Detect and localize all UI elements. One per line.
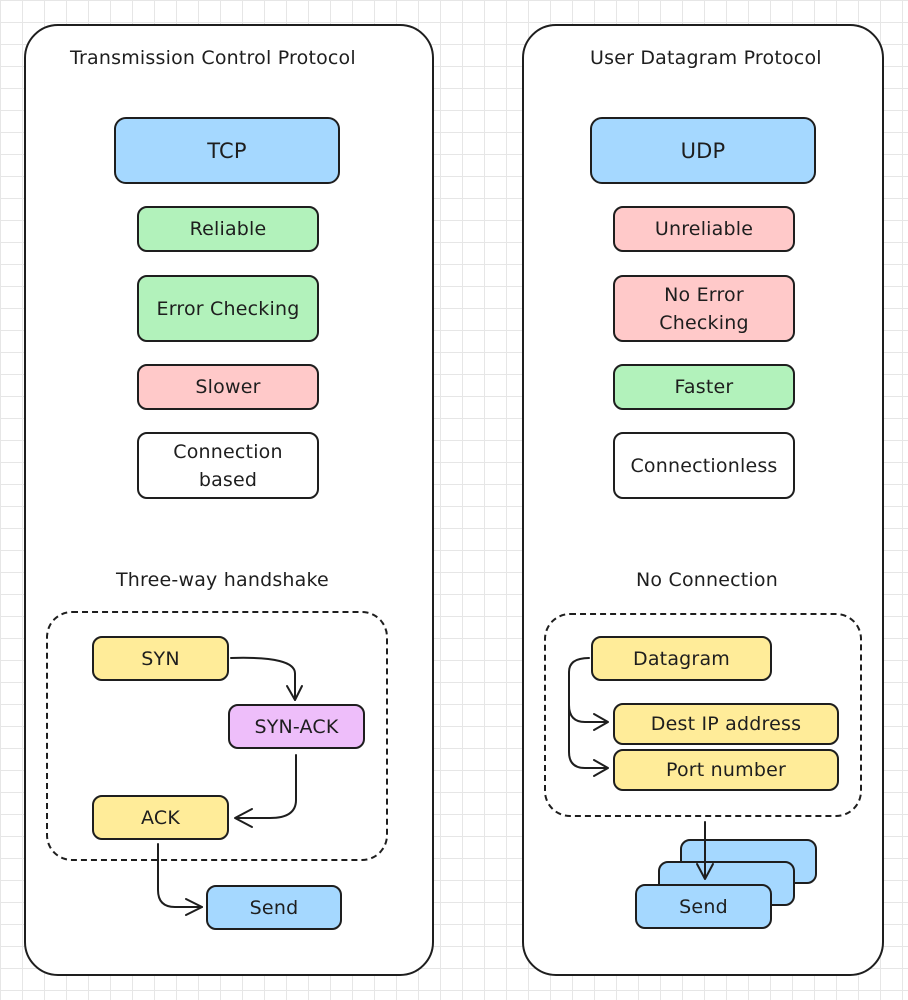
datagram-to-destip-arrow: [568, 704, 608, 723]
datagram-to-destip-arrowhead: [593, 713, 609, 731]
handshake-heading: Three-way handshake: [116, 569, 329, 591]
tcp-trait-connection-based: Connection based: [137, 432, 319, 499]
ack-to-send-arrowhead: [185, 898, 203, 916]
tcp-send-box: Send: [206, 885, 342, 930]
tcp-title-box: TCP: [114, 117, 340, 184]
tcp-trait-reliable: Reliable: [137, 206, 319, 252]
no-connection-heading: No Connection: [636, 569, 778, 591]
syn-box: SYN: [92, 636, 229, 681]
syn-to-synack-arrowhead: [286, 685, 303, 701]
synack-to-ack-arrow: [235, 754, 297, 819]
udp-send-box: Send: [635, 884, 772, 929]
tcp-trait-slower: Slower: [137, 364, 319, 410]
ack-to-send-arrow: [157, 843, 203, 908]
port-number-box: Port number: [613, 749, 839, 791]
syn-to-synack-arrow: [230, 656, 297, 701]
udp-title-box: UDP: [590, 117, 816, 184]
udp-heading: User Datagram Protocol: [590, 47, 822, 69]
ack-box: ACK: [92, 795, 229, 840]
tcp-heading: Transmission Control Protocol: [70, 47, 356, 69]
datagram-to-port-arrowhead: [593, 759, 609, 777]
tcp-trait-error-checking: Error Checking: [137, 275, 319, 342]
synack-to-ack-arrowhead: [234, 808, 253, 828]
syn-ack-box: SYN-ACK: [228, 704, 365, 749]
udp-trait-connectionless: Connectionless: [613, 432, 795, 499]
datagram-branch-line: [568, 657, 608, 769]
group-to-packets-arrowhead: [696, 863, 714, 880]
udp-trait-unreliable: Unreliable: [613, 206, 795, 252]
datagram-box: Datagram: [591, 636, 772, 681]
udp-trait-faster: Faster: [613, 364, 795, 410]
handshake-group: [46, 611, 388, 861]
datagram-group: [544, 613, 862, 817]
dest-ip-box: Dest IP address: [613, 703, 839, 745]
udp-trait-no-error-checking: No Error Checking: [613, 275, 795, 342]
